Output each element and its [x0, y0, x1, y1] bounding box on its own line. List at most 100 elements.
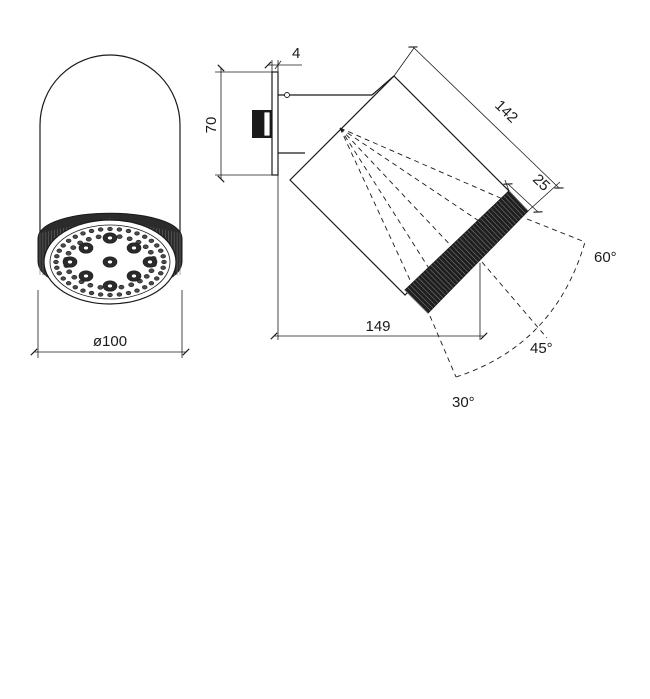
nozzle — [56, 248, 62, 253]
nozzle — [131, 273, 137, 279]
spray-line-1 — [339, 127, 411, 281]
nozzle — [125, 290, 132, 296]
rib-line — [435, 260, 459, 283]
nozzle — [67, 259, 73, 265]
body-length-label: 142 — [491, 97, 521, 127]
angle-30-label: 30° — [452, 394, 475, 411]
nozzle — [107, 283, 113, 289]
nozzle — [72, 285, 78, 290]
nozzle — [158, 271, 164, 276]
nozzle — [97, 285, 104, 290]
rib-line — [472, 225, 494, 247]
nozzle — [148, 281, 155, 286]
nozzle — [142, 234, 148, 239]
nozzle — [160, 254, 166, 259]
thickness-tick-right — [274, 60, 282, 70]
nozzle — [143, 274, 150, 279]
rib-line — [412, 282, 436, 306]
rib-line — [480, 218, 501, 240]
nozzle — [158, 248, 164, 253]
ray-60 — [526, 218, 586, 243]
front-view: ø100 — [30, 54, 190, 358]
nozzle — [116, 227, 123, 232]
rib-line — [459, 237, 481, 260]
cylinder-body — [39, 54, 181, 245]
rib-line — [404, 289, 429, 314]
rib-line — [441, 255, 464, 278]
head-back-edge — [371, 75, 395, 96]
nozzle — [72, 234, 78, 239]
nozzle — [87, 283, 94, 288]
angle-60-label: 60° — [594, 249, 617, 266]
nozzle — [97, 227, 104, 232]
nozzle — [131, 245, 137, 251]
nozzle — [128, 282, 135, 288]
nozzle — [85, 236, 92, 242]
nozzle — [118, 284, 125, 290]
arm-pivot — [284, 92, 290, 98]
spray-line-3 — [339, 127, 456, 251]
spray-line-2 — [339, 127, 431, 271]
angle-45-label: 45° — [530, 340, 553, 357]
nozzle — [134, 231, 140, 236]
rib-line — [469, 227, 491, 250]
nozzle — [126, 236, 133, 241]
nozzle — [125, 228, 132, 234]
nozzle — [54, 265, 60, 270]
nozzle — [83, 245, 89, 251]
rib-line — [454, 242, 476, 265]
rib-line — [407, 287, 431, 311]
nozzle — [116, 292, 123, 297]
wall-flange — [271, 71, 279, 176]
rib-line — [422, 272, 446, 296]
length-ext-top — [393, 47, 415, 77]
nozzle — [95, 234, 102, 240]
rib-line — [409, 284, 434, 309]
rib-line — [420, 274, 444, 298]
ring-dim-line — [503, 183, 543, 213]
nozzle — [107, 226, 113, 232]
nozzle — [60, 276, 66, 281]
rib-line — [448, 247, 471, 270]
nozzle — [88, 290, 95, 296]
nozzle — [134, 288, 140, 293]
nozzle — [97, 292, 104, 297]
rib-line — [490, 208, 511, 230]
flange-thickness-label: 4 — [292, 45, 300, 62]
rib-line — [443, 252, 466, 275]
rib-line — [477, 220, 499, 242]
wall-connector-face — [263, 111, 271, 137]
nozzle — [148, 238, 155, 243]
nozzle — [70, 245, 77, 250]
nozzle — [54, 254, 60, 259]
rib-line — [487, 210, 509, 232]
nozzle — [60, 243, 66, 248]
side-view: 60° 45° 30° 70 4 142 25 149 — [203, 45, 617, 411]
spray-line-4 — [339, 127, 486, 226]
rib-line — [493, 205, 514, 227]
rib-line — [456, 240, 479, 263]
nozzle — [116, 234, 123, 239]
nozzle — [161, 259, 167, 265]
rib-line — [467, 230, 489, 253]
nozzle — [142, 244, 149, 250]
rib-line — [430, 265, 454, 288]
spray-face-inner — [49, 224, 171, 300]
rib-line — [495, 203, 516, 224]
rib-line — [425, 269, 449, 293]
nozzle — [160, 265, 166, 270]
nozzle — [107, 292, 113, 298]
nozzle — [80, 231, 86, 236]
nozzle — [56, 271, 62, 276]
rib-line — [428, 267, 451, 291]
projection-label: 149 — [365, 318, 390, 335]
nozzle — [80, 288, 86, 293]
nozzle — [107, 235, 113, 241]
nozzle — [65, 281, 72, 286]
nozzle — [53, 259, 59, 265]
rib-line — [461, 235, 484, 258]
nozzle — [154, 243, 160, 248]
rib-line — [438, 257, 461, 281]
nozzle-pattern — [53, 226, 167, 298]
